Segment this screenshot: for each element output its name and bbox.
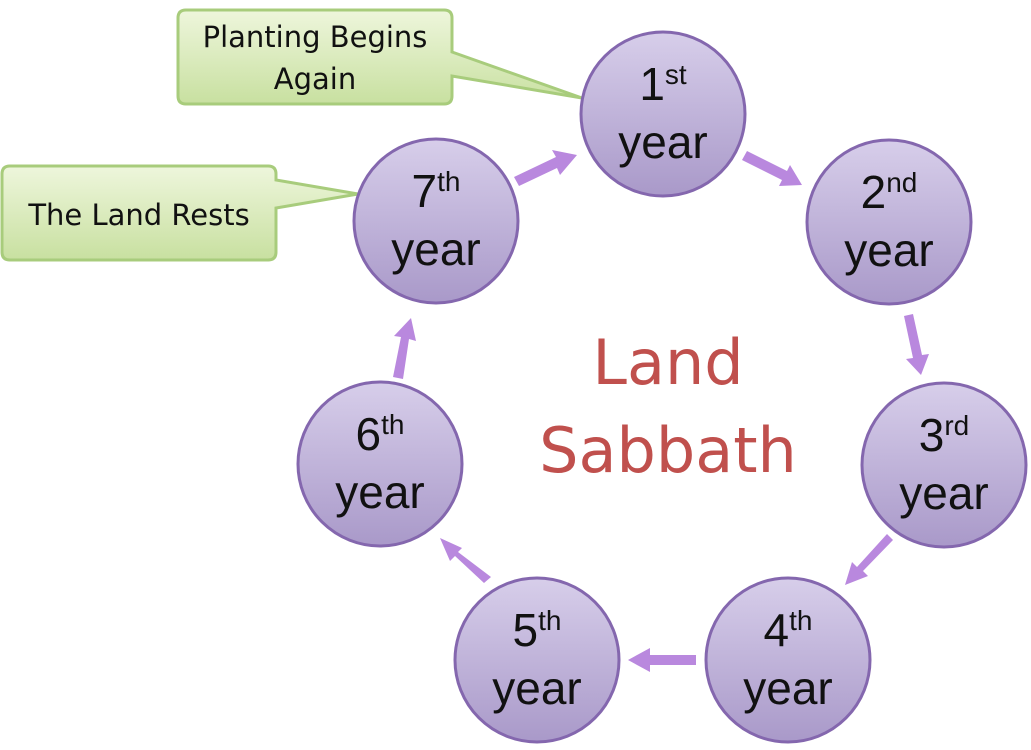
arrow-1-to-2 [742,151,802,186]
year-5-suffix: th [538,605,561,636]
year-4-word: year [743,662,832,714]
center-title-line2: Sabbath [539,414,797,487]
year-3-word: year [899,467,988,519]
callout-planting-line2: Again [274,62,356,96]
year-circle-3: 3rd year [860,381,1028,549]
year-7-suffix: th [437,166,460,197]
center-title-line1: Land [592,326,743,399]
center-title: Land Sabbath [539,326,797,487]
year-3-ordinal: 3rd [919,409,970,461]
year-6-ordinal: 6th [356,408,405,460]
arrow-6-to-7 [393,318,416,379]
callout-planting-shape [176,8,583,106]
arrow-2-to-3 [904,314,929,375]
year-circle-4: 4th year [704,576,872,744]
year-3-suffix: rd [944,410,969,441]
year-7-number: 7 [412,165,438,217]
year-1-word: year [618,116,707,168]
year-circle-5: 5th year [453,576,621,744]
year-1-suffix: st [665,59,687,90]
year-6-suffix: th [381,409,404,440]
year-6-word: year [335,466,424,518]
year-5-ordinal: 5th [513,604,562,656]
year-2-number: 2 [861,166,887,218]
callout-rest-line1: The Land Rests [27,198,249,232]
year-2-suffix: nd [886,167,917,198]
year-4-number: 4 [764,604,790,656]
callout-the-land-rests: The Land Rests [0,164,359,262]
year-circle-7-shape [352,137,520,305]
year-circle-1: 1st year [579,30,747,198]
cycle-arrows [393,150,929,672]
arrow-3-to-4 [845,534,893,585]
year-circle-7: 7th year [352,137,520,305]
callout-planting-begins-again: Planting Begins Again [176,8,583,106]
year-circle-6: 6th year [296,380,464,548]
year-circle-2-shape [805,138,973,306]
callout-planting-line1: Planting Begins [203,20,428,54]
year-circle-1-shape [579,30,747,198]
year-5-word: year [492,662,581,714]
year-circle-4-shape [704,576,872,744]
arrow-4-to-5 [628,648,696,672]
year-7-word: year [391,223,480,275]
year-circle-3-shape [860,381,1028,549]
year-5-number: 5 [513,604,539,656]
year-7-ordinal: 7th [412,165,461,217]
year-6-number: 6 [356,408,382,460]
year-circle-2: 2nd year [805,138,973,306]
year-circle-5-shape [453,576,621,744]
year-4-suffix: th [789,605,812,636]
year-circle-6-shape [296,380,464,548]
arrow-7-to-1 [514,150,577,186]
callout-rest-shape [0,164,359,262]
year-4-ordinal: 4th [764,604,813,656]
year-2-ordinal: 2nd [861,166,918,218]
year-1-number: 1 [639,58,665,110]
year-2-word: year [844,224,933,276]
arrow-5-to-6 [440,538,491,583]
year-1-ordinal: 1st [639,58,687,110]
year-3-number: 3 [919,409,945,461]
